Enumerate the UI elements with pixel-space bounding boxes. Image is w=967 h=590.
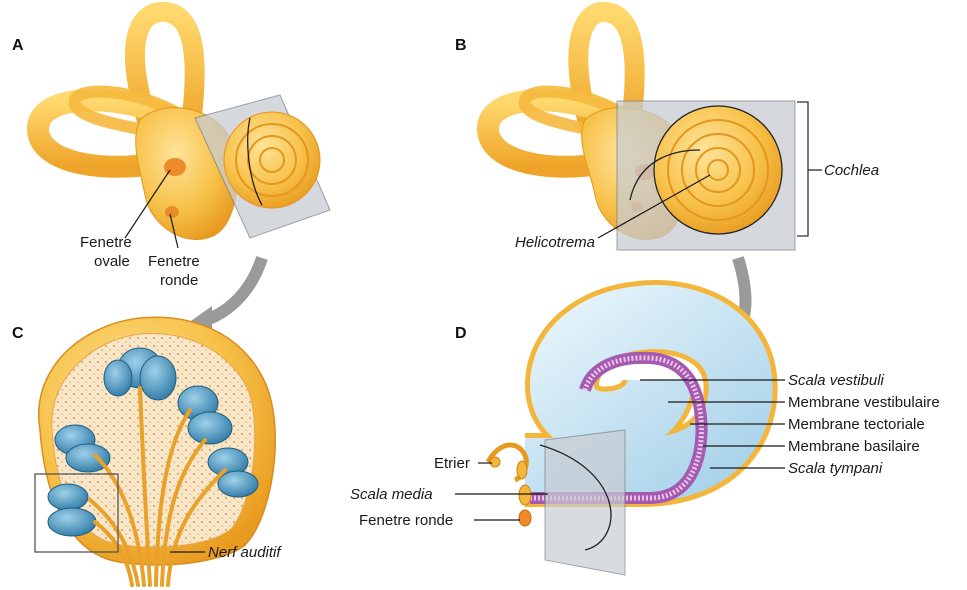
label-membrane-tectoriale: Membrane tectoriale (788, 416, 925, 433)
scala-media-window-d (519, 485, 531, 505)
label-fenetre-ronde-a-line2: ronde (160, 272, 198, 289)
cochlea-coil-a (224, 112, 320, 208)
label-fenetre-ronde-a-line1: Fenetre (148, 253, 200, 270)
panel-letter-a: A (12, 37, 24, 54)
label-scala-tympani: Scala tympani (788, 460, 883, 477)
section-plane-d (545, 430, 625, 575)
panel-c-cochlea-section: C Nerf auditif (12, 317, 282, 585)
panel-b-labyrinth: B Helicotrema Cochlea (455, 12, 879, 251)
label-fenetre-ronde-d: Fenetre ronde (359, 512, 453, 529)
round-window-a (165, 206, 179, 218)
round-window-d (519, 510, 531, 526)
label-nerf-auditif: Nerf auditif (208, 544, 282, 561)
label-membrane-basilaire: Membrane basilaire (788, 438, 920, 455)
label-scala-media: Scala media (350, 486, 433, 503)
label-helicotrema: Helicotrema (515, 234, 595, 251)
cochlea-bracket (797, 102, 808, 236)
label-scala-vestibuli: Scala vestibuli (788, 372, 885, 389)
panel-letter-b: B (455, 37, 467, 54)
panel-d-cochlear-duct: D Scala vestibuli Membrane vestibulaire … (350, 317, 940, 575)
label-membrane-vestibulaire: Membrane vestibulaire (788, 394, 940, 411)
panel-letter-d: D (455, 325, 467, 342)
label-etrier: Etrier (434, 455, 470, 472)
stapes-etrier (488, 445, 527, 480)
panel-letter-c: C (12, 325, 24, 342)
panel-a-labyrinth: A Fenetre ovale Fenetre ronde (12, 12, 330, 289)
label-fenetre-ovale-line1: Fenetre (80, 234, 132, 251)
label-cochlea: Cochlea (824, 162, 879, 179)
label-fenetre-ovale-line2: ovale (94, 253, 130, 270)
